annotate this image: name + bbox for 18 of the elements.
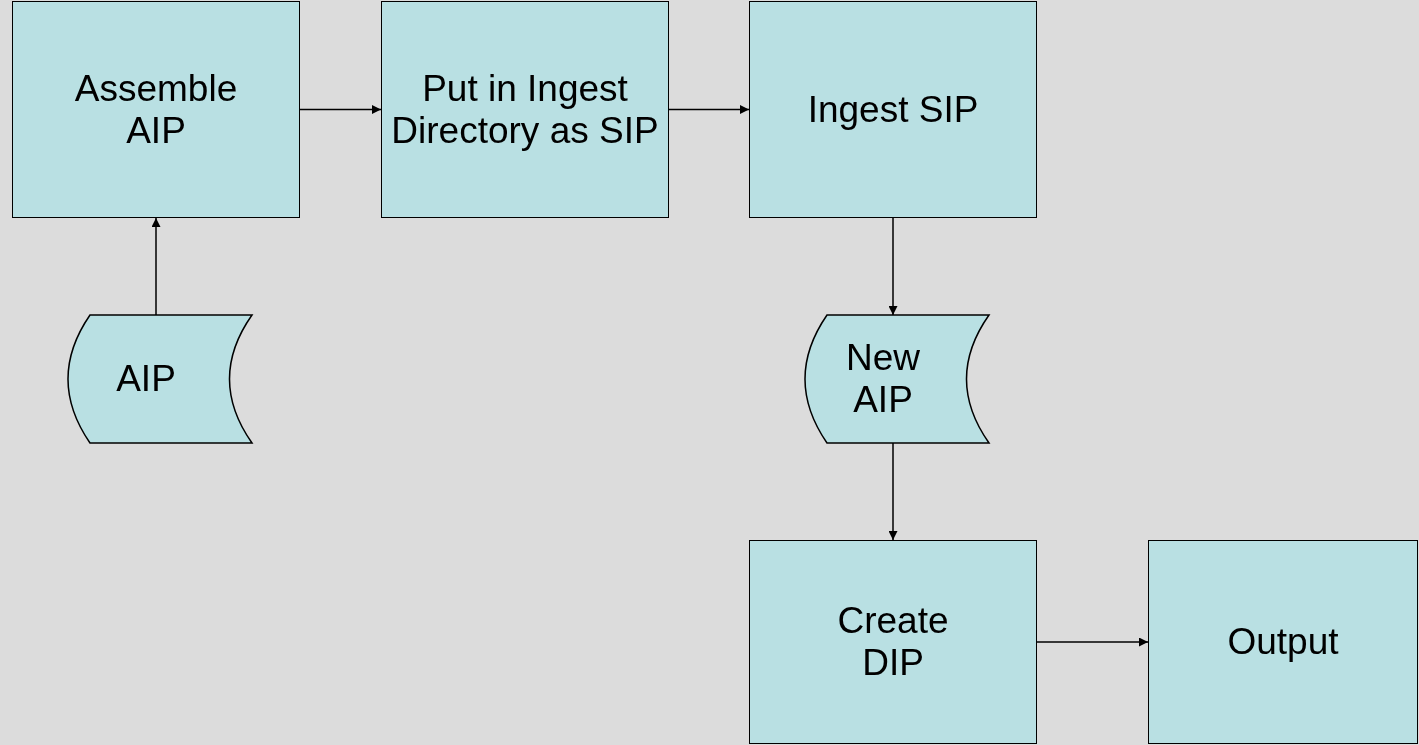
node-label: Create DIP — [836, 600, 950, 684]
node-label: New AIP — [845, 337, 921, 421]
arrow — [299, 105, 382, 114]
process-box — [1148, 540, 1418, 744]
process-box — [749, 1, 1037, 218]
node-label: Put in Ingest Directory as SIP — [390, 67, 660, 152]
node-label: Assemble AIP — [73, 67, 239, 152]
process-box — [749, 540, 1037, 744]
arrow — [151, 217, 161, 316]
process-box — [12, 1, 300, 218]
node-label: Ingest SIP — [807, 88, 979, 131]
node-label: AIP — [116, 358, 176, 400]
arrow — [668, 105, 750, 114]
arrow — [1036, 637, 1149, 647]
node-label: Output — [1227, 621, 1339, 663]
arrow — [888, 217, 898, 316]
arrow — [888, 442, 898, 541]
process-box — [381, 1, 669, 218]
